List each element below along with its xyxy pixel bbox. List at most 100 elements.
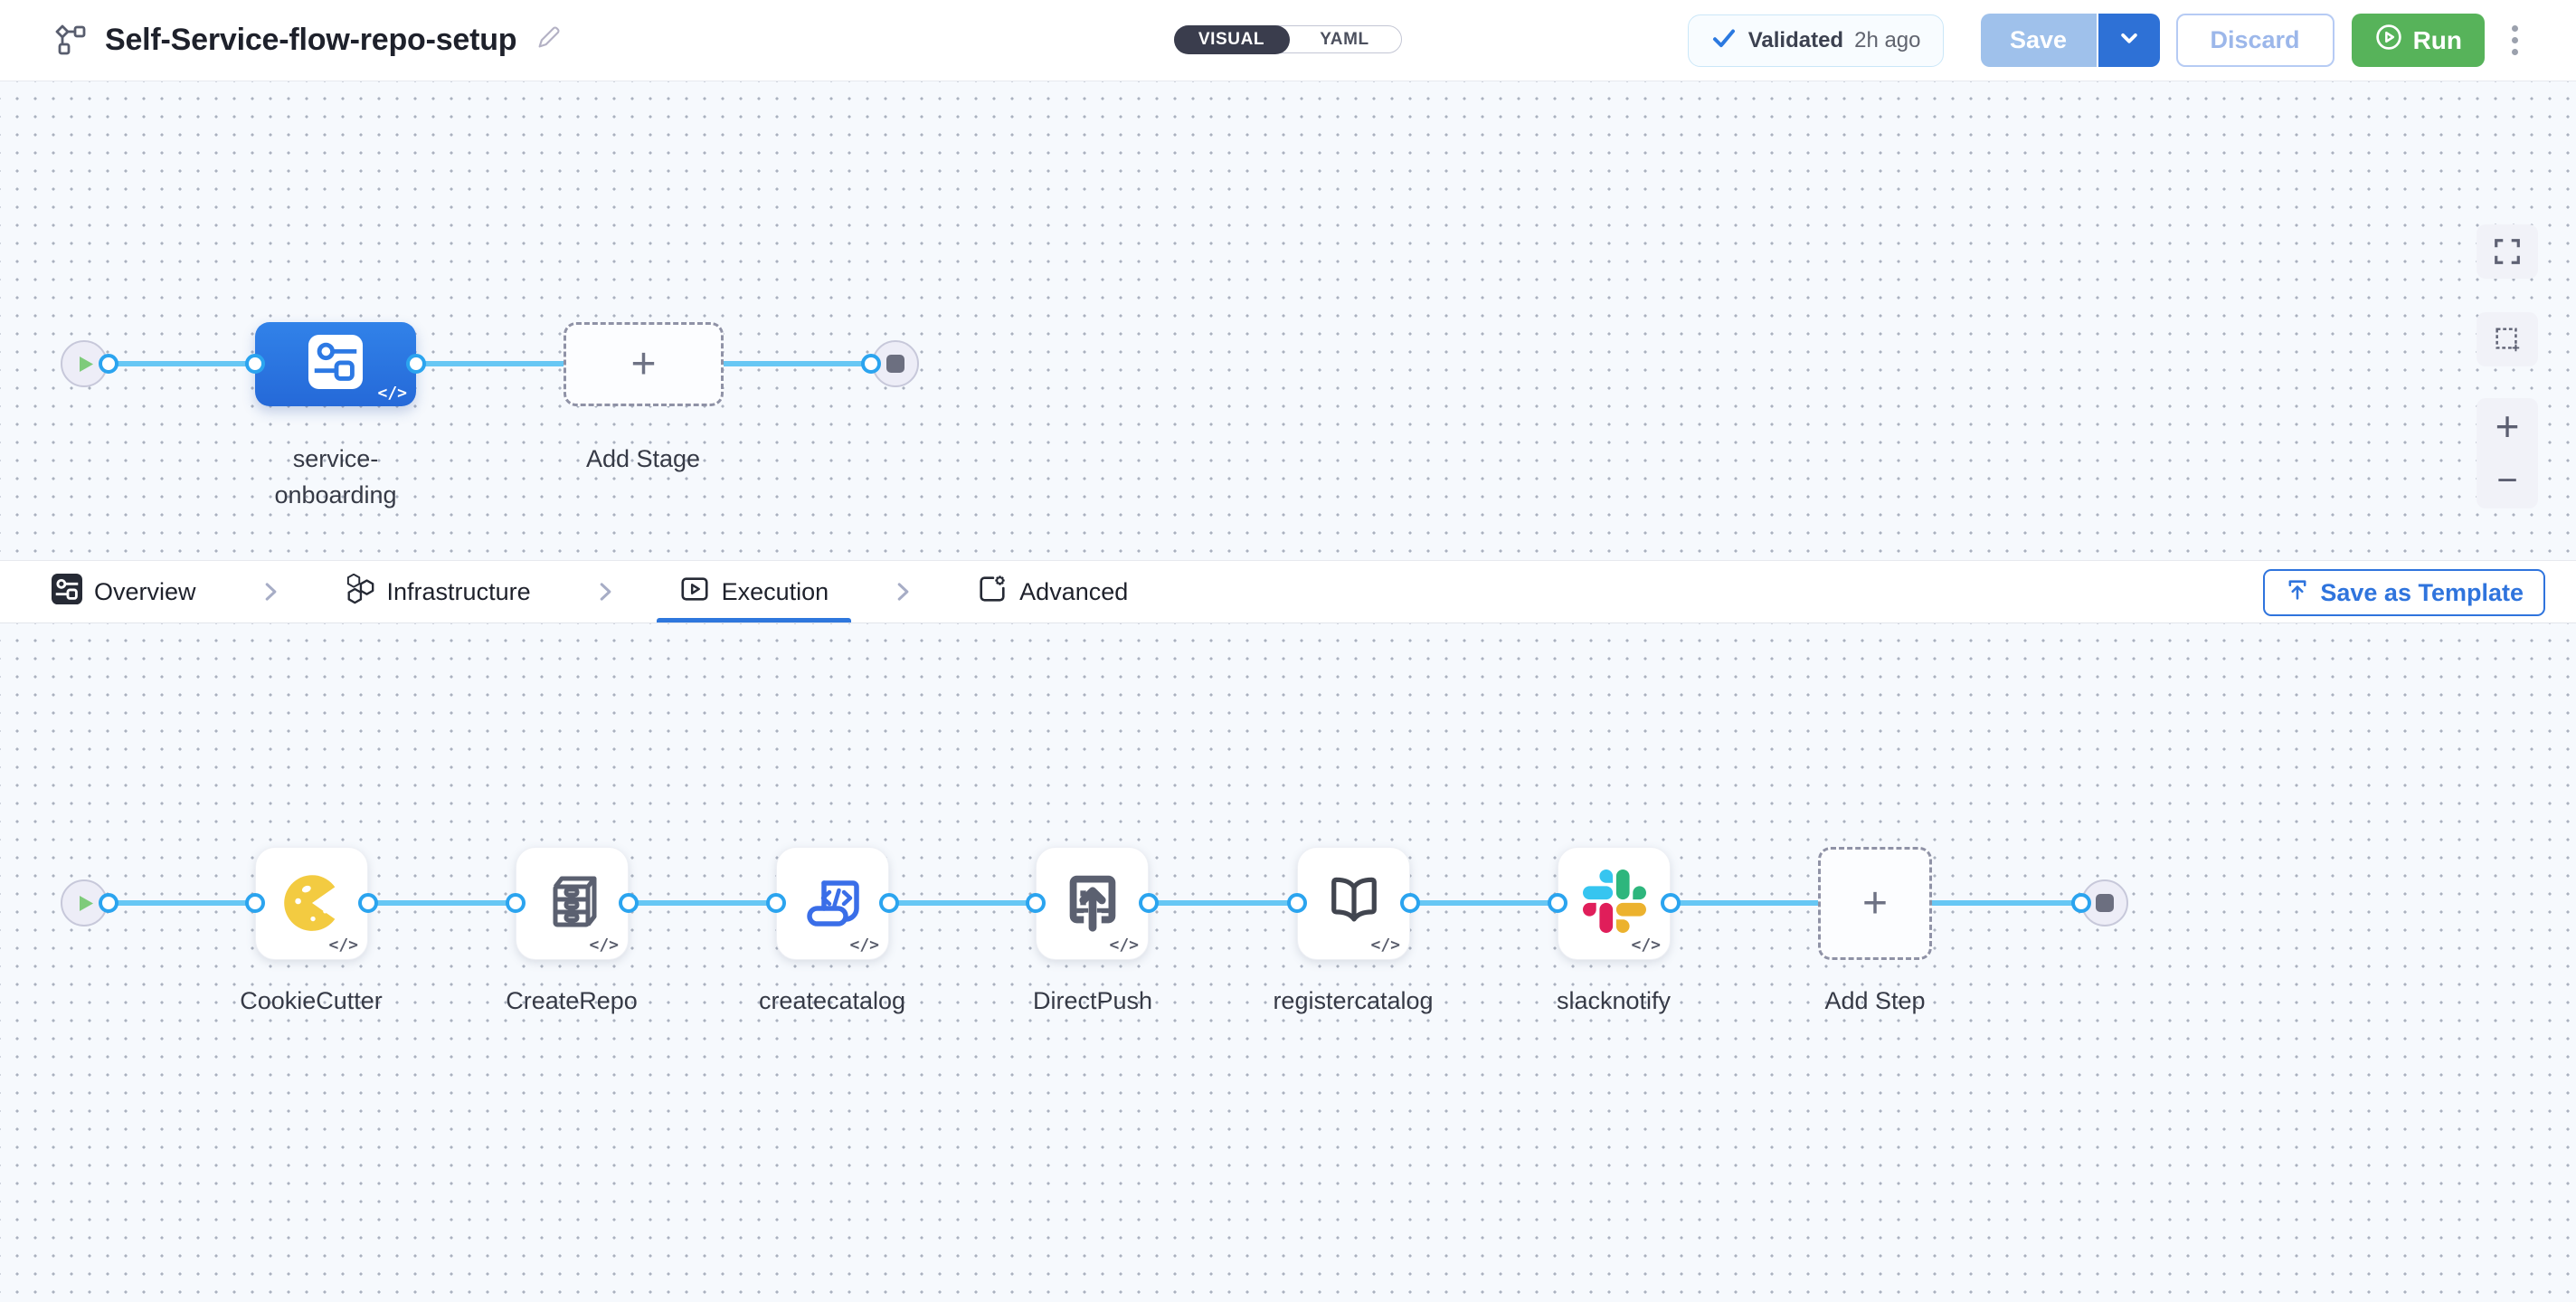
code-badge: </>	[328, 936, 358, 955]
plus-icon: +	[630, 339, 657, 388]
step-label: slacknotify	[1556, 987, 1672, 1014]
run-button[interactable]: Run	[2351, 14, 2485, 67]
tab-overview[interactable]: Overview	[27, 561, 221, 622]
discard-button[interactable]: Discard	[2175, 14, 2334, 67]
toggle-visual[interactable]: VISUAL	[1173, 24, 1290, 54]
cookiecutter-icon	[279, 868, 346, 939]
connector-port[interactable]	[2071, 893, 2091, 913]
connector-port[interactable]	[406, 354, 426, 374]
visual-yaml-toggle: VISUAL YAML	[1173, 24, 1402, 54]
pipeline-studio-header: Self-Service-flow-repo-setup VISUAL YAML…	[0, 0, 2576, 81]
header-actions: Validated 2h ago Save Discard Run	[1687, 14, 2526, 67]
connector-port[interactable]	[99, 893, 118, 913]
connector-port[interactable]	[245, 893, 265, 913]
start-play-icon	[79, 895, 93, 911]
add-stage-button[interactable]: +	[564, 322, 724, 406]
pipeline-icon	[51, 20, 87, 61]
code-badge: </>	[589, 936, 619, 955]
stage-label: service-onboarding	[274, 445, 397, 508]
code-badge: </>	[1631, 936, 1661, 955]
connector-port[interactable]	[99, 354, 118, 374]
tab-execution-label: Execution	[721, 577, 829, 605]
fullscreen-button[interactable]	[2477, 224, 2538, 279]
save-as-template-button[interactable]: Save as Template	[2263, 569, 2545, 616]
validation-badge[interactable]: Validated 2h ago	[1687, 14, 1944, 67]
edit-pencil-icon[interactable]	[535, 24, 562, 56]
tab-separator-chevron-icon	[259, 561, 282, 622]
add-step-label: Add Step	[1824, 987, 1926, 1014]
code-badge: </>	[377, 384, 407, 403]
toggle-yaml[interactable]: YAML	[1320, 29, 1369, 49]
step-label: createcatalog	[758, 987, 906, 1014]
connector-port[interactable]	[619, 893, 639, 913]
step-node-cookiecutter[interactable]: </>	[255, 847, 368, 960]
stop-square-icon	[2096, 894, 2114, 912]
connector-port[interactable]	[1548, 893, 1567, 913]
start-play-icon	[79, 356, 93, 372]
tab-advanced[interactable]: Advanced	[952, 561, 1152, 622]
zoom-out-button[interactable]: −	[2496, 461, 2518, 500]
connector-port[interactable]	[879, 893, 899, 913]
check-icon	[1710, 24, 1738, 56]
drawers-icon	[540, 869, 605, 938]
step-node-createrepo[interactable]: </>	[516, 847, 629, 960]
step-node-slacknotify[interactable]: </>	[1558, 847, 1671, 960]
step-label: DirectPush	[1032, 987, 1153, 1014]
save-split-button: Save	[1980, 14, 2160, 67]
slack-icon	[1582, 870, 1646, 937]
connector-port[interactable]	[861, 354, 881, 374]
play-circle-icon	[2374, 23, 2403, 58]
zoom-controls: + −	[2477, 398, 2538, 508]
connector-port[interactable]	[1026, 893, 1046, 913]
connector-port[interactable]	[506, 893, 526, 913]
execution-graph-canvas[interactable]: </> </>	[0, 623, 2576, 1302]
title-group: Self-Service-flow-repo-setup	[51, 20, 562, 61]
step-label: registercatalog	[1273, 987, 1434, 1014]
code-badge: </>	[1109, 936, 1139, 955]
save-as-template-label: Save as Template	[2320, 578, 2524, 606]
more-options-button[interactable]	[2503, 20, 2526, 61]
validation-time: 2h ago	[1854, 27, 1921, 52]
add-stage-label: Add Stage	[585, 445, 701, 472]
tab-infrastructure[interactable]: Infrastructure	[320, 561, 555, 622]
selection-marquee-button[interactable]	[2477, 312, 2538, 366]
stage-graph-canvas[interactable]: </> + service-onboarding Add Stage + −	[0, 81, 2576, 560]
fullscreen-icon	[2495, 239, 2520, 264]
step-node-directpush[interactable]: </>	[1036, 847, 1149, 960]
tab-separator-chevron-icon	[593, 561, 617, 622]
connector-port[interactable]	[358, 893, 378, 913]
overview-stage-icon	[52, 573, 82, 611]
stage-edge-line	[97, 361, 882, 366]
tab-execution[interactable]: Execution	[655, 561, 854, 622]
upload-template-icon	[2285, 577, 2310, 609]
step-node-registercatalog[interactable]: </>	[1297, 847, 1410, 960]
save-dropdown-button[interactable]	[2096, 14, 2160, 67]
page-title: Self-Service-flow-repo-setup	[105, 23, 517, 57]
stage-node-service-onboarding[interactable]: </>	[255, 322, 416, 406]
run-label: Run	[2412, 25, 2462, 54]
validation-status: Validated	[1747, 27, 1844, 52]
chevron-down-icon	[2116, 24, 2143, 56]
code-badge: </>	[849, 936, 879, 955]
code-scroll-icon	[800, 869, 866, 938]
infrastructure-hexagons-icon	[345, 573, 375, 611]
connector-port[interactable]	[766, 893, 786, 913]
connector-port[interactable]	[245, 354, 265, 374]
direct-push-icon	[1059, 868, 1126, 939]
tab-advanced-label: Advanced	[1019, 577, 1129, 605]
connector-port[interactable]	[1400, 893, 1420, 913]
stop-square-icon	[886, 355, 904, 373]
advanced-doc-gear-icon	[977, 574, 1008, 611]
plus-icon: +	[1861, 879, 1889, 927]
code-badge: </>	[1370, 936, 1400, 955]
tab-infrastructure-label: Infrastructure	[386, 577, 531, 605]
add-step-button[interactable]: +	[1818, 847, 1932, 960]
step-node-createcatalog[interactable]: </>	[776, 847, 889, 960]
connector-port[interactable]	[1661, 893, 1681, 913]
connector-port[interactable]	[1139, 893, 1159, 913]
execution-play-icon	[679, 574, 710, 611]
tab-overview-label: Overview	[94, 577, 196, 605]
save-button[interactable]: Save	[1980, 14, 2097, 67]
connector-port[interactable]	[1287, 893, 1307, 913]
zoom-in-button[interactable]: +	[2495, 402, 2520, 450]
